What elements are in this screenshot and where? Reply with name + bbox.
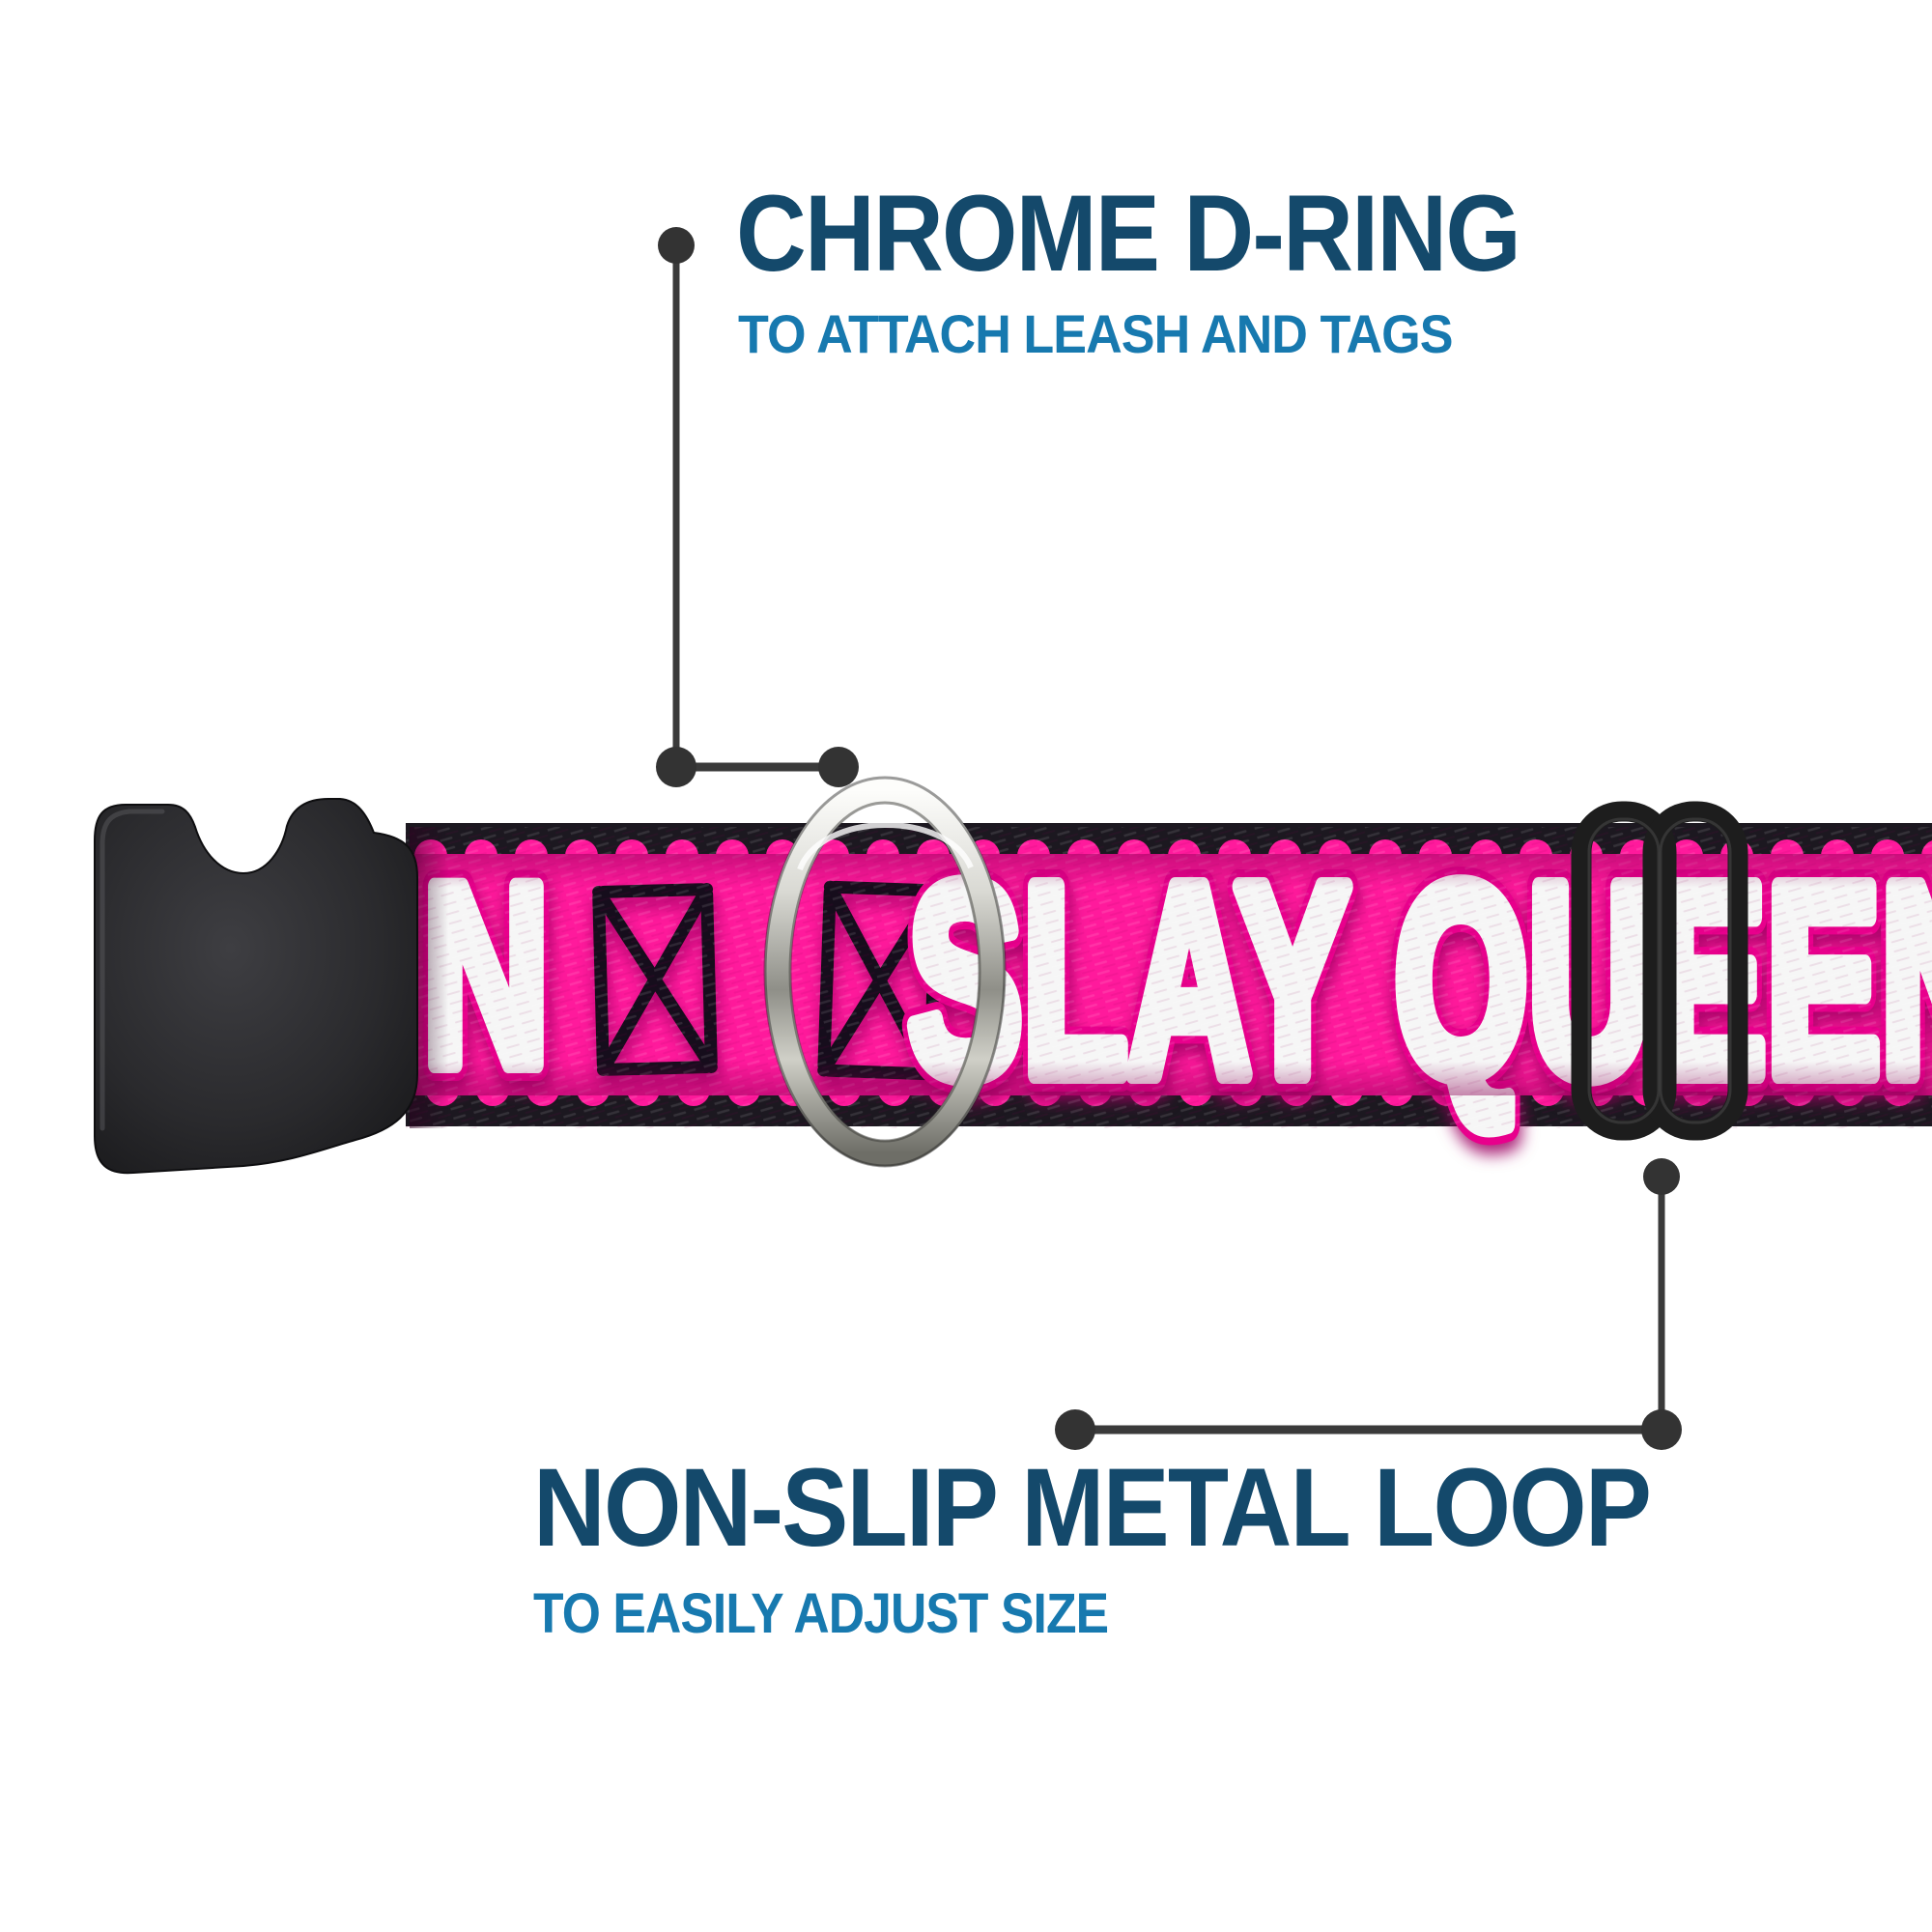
- top-callout-title: CHROME D-RING: [736, 173, 1521, 294]
- top-callout-subtitle: TO ATTACH LEASH AND TAGS: [738, 303, 1453, 364]
- d-ring-highlight: [797, 822, 974, 871]
- buckle-body: [94, 798, 418, 1175]
- callout-dot: [1643, 1158, 1680, 1195]
- bottom-callout-subtitle: TO EASILY ADJUST SIZE: [533, 1582, 1109, 1645]
- collar-strap: N N SLAY QUEEN SLAY QUEEN: [406, 810, 1932, 1150]
- metal-loop-slider: [1571, 801, 1748, 1141]
- top-callout-pointer: [656, 227, 859, 787]
- buckle: [94, 798, 418, 1175]
- callout-dot: [818, 747, 859, 787]
- callout-dot: [656, 747, 696, 787]
- callout-dot: [1055, 1409, 1095, 1450]
- chrome-d-ring: [763, 776, 1007, 1168]
- callout-dot: [658, 227, 695, 264]
- webbing-shading: [406, 854, 1932, 1095]
- buckle-highlight: [99, 809, 165, 1131]
- bottom-callout-pointer: [1055, 1158, 1682, 1450]
- bottom-callout-title: NON-SLIP METAL LOOP: [533, 1446, 1652, 1570]
- callout-dot: [1641, 1409, 1682, 1450]
